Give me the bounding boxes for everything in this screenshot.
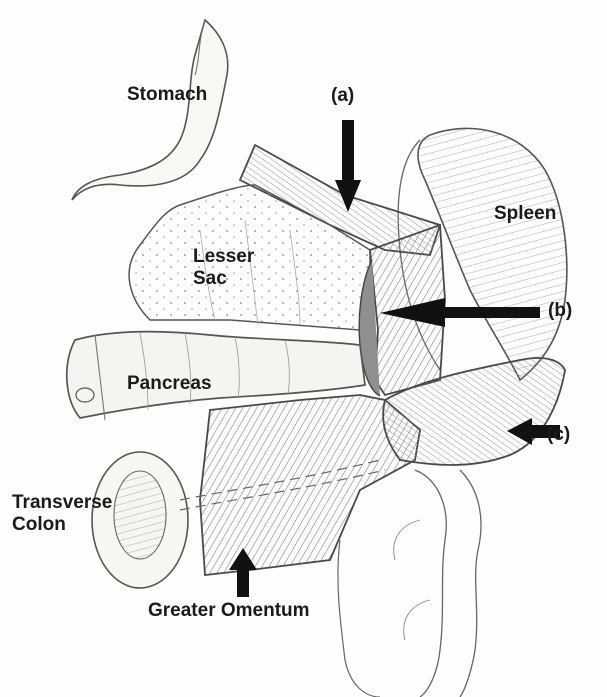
label-spleen: Spleen: [494, 203, 556, 225]
stomach-shape: [72, 20, 228, 200]
label-pancreas: Pancreas: [127, 373, 212, 395]
label-transverse-colon: Transverse Colon: [12, 492, 112, 536]
label-lesser-sac: Lesser Sac: [193, 246, 254, 290]
label-a: (a): [331, 85, 354, 107]
label-c: (c): [547, 424, 570, 446]
descending-colon-shape: [338, 470, 481, 697]
label-lesser-line2: Sac: [193, 268, 254, 290]
label-lesser-line1: Lesser: [193, 246, 254, 268]
label-transverse-line2: Colon: [12, 514, 112, 536]
label-stomach: Stomach: [127, 84, 207, 106]
label-transverse-line1: Transverse: [12, 492, 112, 514]
label-greater-omentum: Greater Omentum: [148, 600, 310, 622]
label-b: (b): [548, 300, 572, 322]
